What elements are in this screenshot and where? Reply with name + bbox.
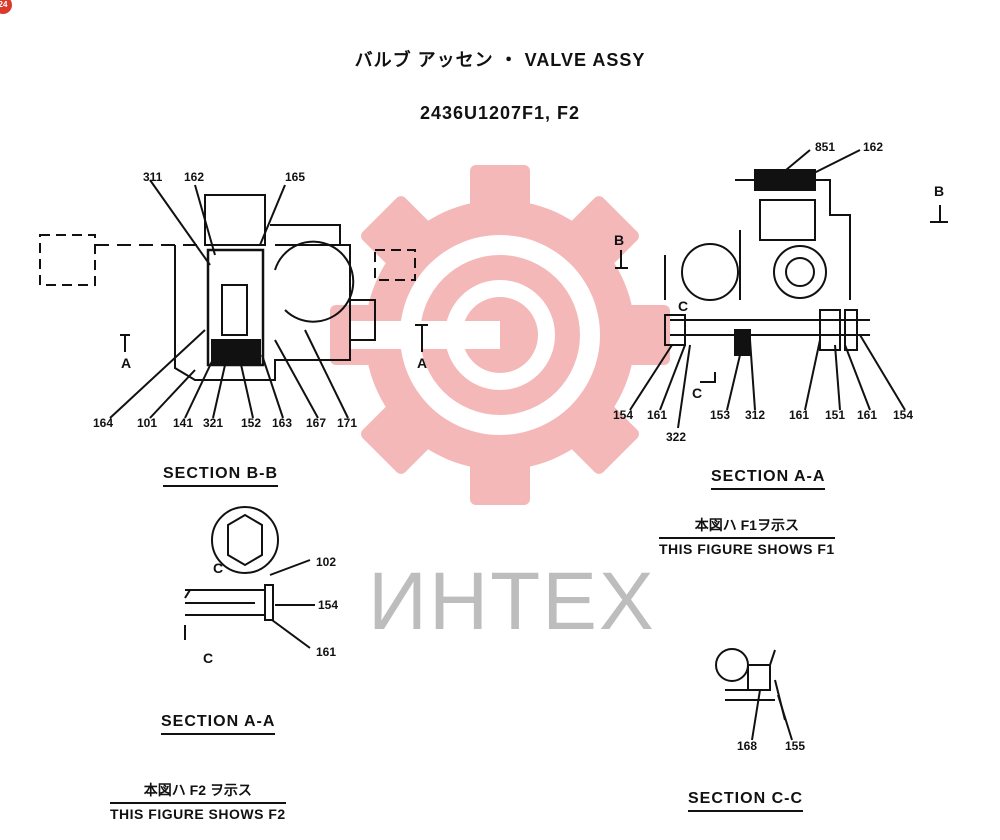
callout-101: 101: [137, 416, 158, 430]
arrow-label-b-right: B: [934, 183, 945, 199]
callout-153: 153: [710, 408, 731, 422]
cut-label-c-bottom: C: [692, 385, 703, 401]
note-f2: 本図ハ F2 ヲ示ス THIS FIGURE SHOWS F2: [110, 780, 286, 822]
callout-154-left: 154: [613, 408, 634, 422]
callout-154-right: 154: [893, 408, 914, 422]
callout-168: 168: [737, 739, 758, 753]
arrow-label-a-left: A: [121, 355, 132, 371]
callout-162: 162: [184, 170, 205, 184]
section-aa-f1-heading: SECTION A-A: [711, 468, 826, 490]
note-f2-en: THIS FIGURE SHOWS F2: [110, 802, 286, 822]
callout-164: 164: [93, 416, 114, 430]
section-aa-f1-drawing: [615, 149, 948, 429]
callout-141: 141: [173, 416, 194, 430]
section-cc-drawing: [715, 648, 793, 741]
callout-162-top: 162: [863, 140, 884, 154]
callout-161-left: 161: [647, 408, 668, 422]
callout-161-right: 161: [857, 408, 878, 422]
part-number: 2436U1207F1, F2: [419, 103, 581, 123]
cut-label-c-top: C: [678, 298, 689, 314]
arrow-label-b-left: B: [614, 232, 625, 248]
section-cc-heading: SECTION C-C: [688, 790, 803, 812]
callout-321: 321: [203, 416, 224, 430]
page-badge: 24: [0, 0, 12, 14]
callout-311: 311: [143, 170, 163, 184]
cut-label-c-f2-bottom: C: [203, 650, 214, 666]
drawing-title: バルブ アッセン ・ VALVE ASSY: [354, 50, 646, 70]
callout-312: 312: [745, 408, 766, 422]
callout-155: 155: [785, 739, 806, 753]
callout-152: 152: [241, 416, 262, 430]
callout-171: 171: [337, 416, 358, 430]
callout-102: 102: [316, 555, 337, 569]
cut-label-c-f2-top: C: [213, 560, 224, 576]
callout-322: 322: [666, 430, 687, 444]
section-aa-f2-heading: SECTION A-A: [161, 713, 276, 735]
note-f2-jp: 本図ハ F2 ヲ示ス: [143, 782, 252, 798]
callout-151: 151: [825, 408, 846, 422]
note-f1: 本図ハ F1ヲ示ス THIS FIGURE SHOWS F1: [659, 515, 835, 557]
arrow-label-a-right: A: [417, 355, 428, 371]
callout-161-f2: 161: [316, 645, 337, 659]
note-f1-jp: 本図ハ F1ヲ示ス: [694, 517, 799, 533]
callout-167: 167: [306, 416, 327, 430]
callout-163: 163: [272, 416, 293, 430]
watermark-text: ИНТЕХ: [368, 556, 656, 647]
callout-154-f2: 154: [318, 598, 339, 612]
section-aa-f2-drawing: [184, 506, 315, 649]
note-f1-en: THIS FIGURE SHOWS F1: [659, 537, 835, 557]
callout-161-mid: 161: [789, 408, 810, 422]
section-bb-drawing: [39, 179, 428, 419]
callout-851: 851: [815, 140, 836, 154]
section-bb-heading: SECTION B-B: [163, 465, 278, 487]
callout-165: 165: [285, 170, 306, 184]
